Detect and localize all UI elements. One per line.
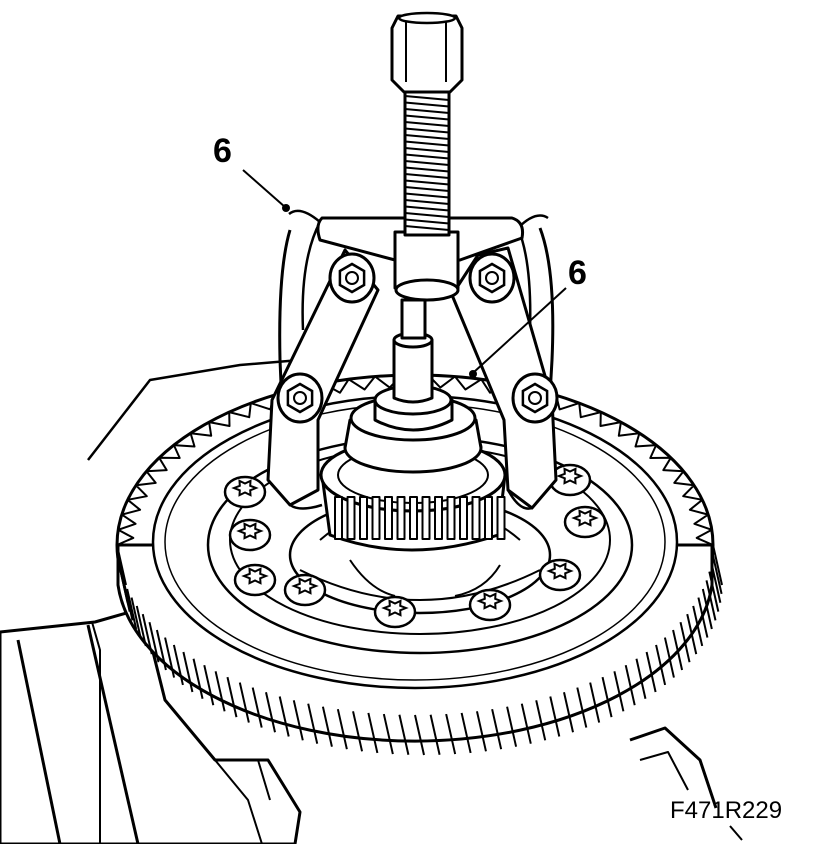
puller-yoke xyxy=(316,216,524,302)
carrier-bolt xyxy=(223,475,267,509)
carrier-bolt xyxy=(228,518,272,552)
carrier-bolt xyxy=(468,588,512,622)
carrier-bolt xyxy=(563,505,607,539)
pivot-bolt xyxy=(328,252,376,304)
pivot-bolt xyxy=(276,372,324,424)
pivot-bolt xyxy=(511,372,559,424)
forcing-screw xyxy=(390,11,464,237)
pusher-adapter xyxy=(373,298,454,432)
callout-label: 6 xyxy=(568,254,587,292)
carrier-bolt xyxy=(283,573,327,607)
callout-6-right: 6 xyxy=(469,254,587,378)
carrier-bolt xyxy=(373,595,417,629)
figure-id-text: F471R229 xyxy=(670,797,782,824)
callout-6-left: 6 xyxy=(213,132,290,212)
carrier-bolt xyxy=(233,563,277,597)
callout-label: 6 xyxy=(213,132,232,170)
carrier-bolts xyxy=(223,463,607,629)
figure-id: F471R229 xyxy=(670,797,782,841)
leg-pivot-bolts xyxy=(276,252,559,424)
pivot-bolt xyxy=(468,252,516,304)
puller-legs xyxy=(266,209,558,510)
carrier-bolt xyxy=(538,558,582,592)
